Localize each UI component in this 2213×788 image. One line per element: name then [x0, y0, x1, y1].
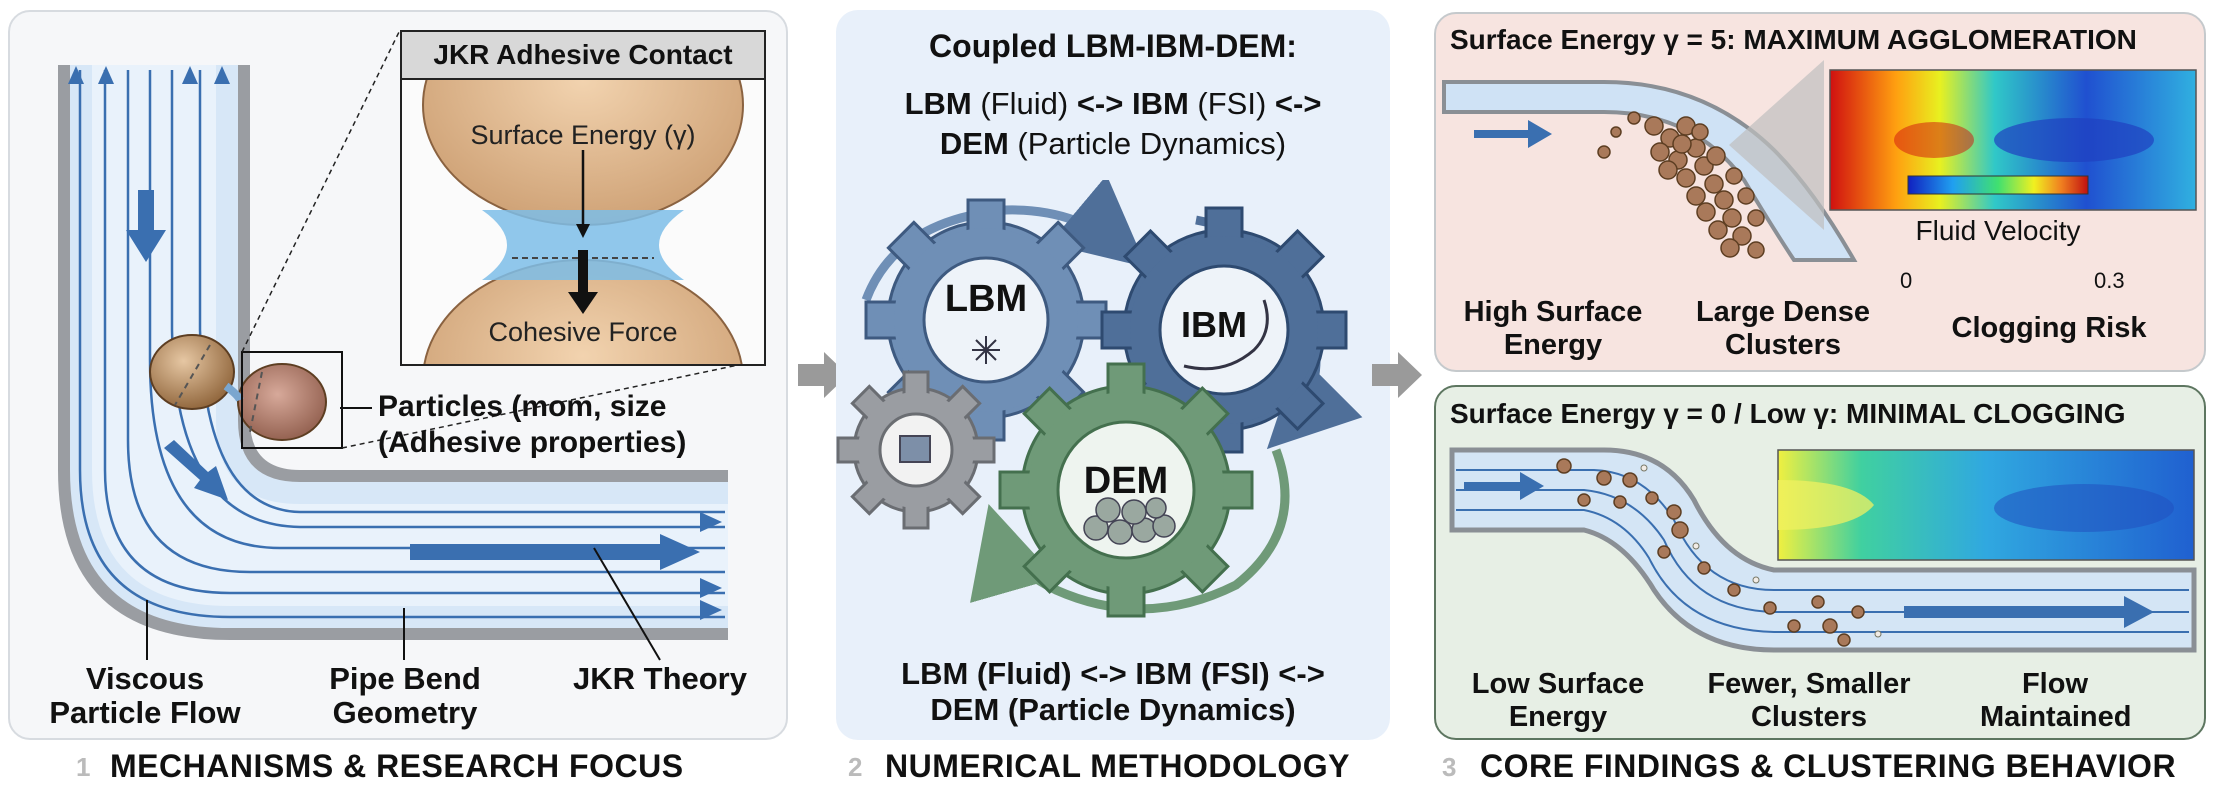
footer-methodology: NUMERICAL METHODOLOGY [885, 748, 1351, 784]
fewer-smaller-clusters-label: Fewer, Smaller Clusters [1707, 668, 1911, 733]
subtitle-arrow: <-> [1274, 86, 1322, 121]
jkr-inset: JKR Adhesive Contact Surface Energy (γ) … [400, 30, 766, 366]
jkr-theory-label: JKR Theory [573, 661, 747, 696]
jkr-contact-diagram [402, 80, 764, 364]
agglomeration-diagram [1442, 60, 2197, 262]
particles-label-line2: (Adhesive properties) [378, 426, 687, 459]
colorbar-min: 0 [1900, 268, 1913, 293]
agglomeration-title: Surface Energy γ = 5: MAXIMUM AGGLOMERAT… [1450, 24, 2137, 55]
minimal-clogging-panel [1434, 385, 2206, 740]
footer-number-1: 1 [76, 752, 91, 782]
minimal-clogging-title: Surface Energy γ = 0 / Low γ: MINIMAL CL… [1450, 398, 2126, 429]
footer-mechanisms: MECHANISMS & RESEARCH FOCUS [110, 748, 684, 784]
gear-ibm-label: IBM [1181, 304, 1247, 345]
footer-core-findings: CORE FINDINGS & CLUSTERING BEHAVIOR [1480, 748, 2177, 784]
large-dense-clusters-label: Large Dense Clusters [1695, 296, 1871, 361]
pipe-bend-label: Pipe Bend Geometry [329, 661, 481, 730]
footer-number-3: 3 [1442, 752, 1457, 782]
footer-number-2: 2 [848, 752, 863, 782]
methodology-bottom-line2: DEM (Particle Dynamics) [930, 692, 1296, 727]
viscous-flow-label: Viscous Particle Flow [49, 661, 241, 730]
pipe-bend-diagram [58, 29, 763, 661]
subtitle-particle-dynamics: (Particle Dynamics) [1008, 126, 1287, 161]
colorbar-title: Fluid Velocity [1915, 215, 2081, 246]
subtitle-ibm: <-> IBM [1076, 86, 1189, 121]
right-arrow-icon [1372, 352, 1422, 398]
colorbar-max: 0.3 [2094, 268, 2125, 293]
right-arrow-icon [798, 352, 848, 398]
gear-dem-label: DEM [1083, 460, 1169, 502]
surface-energy-label: Surface Energy (γ) [470, 120, 696, 150]
jkr-inset-title: JKR Adhesive Contact [402, 32, 764, 80]
methodology-bottom-line1: LBM (Fluid) <-> IBM (FSI) <-> [901, 656, 1325, 691]
subtitle-fluid: (Fluid) [971, 86, 1077, 121]
subtitle-lbm: LBM [904, 86, 972, 121]
cohesive-force-label: Cohesive Force [488, 317, 678, 347]
flow-maintained-label: Flow Maintained [1980, 668, 2132, 733]
subtitle-fsi: (FSI) [1188, 86, 1275, 121]
methodology-title: Coupled LBM-IBM-DEM: [929, 28, 1297, 64]
methodology-subtitle: LBM (Fluid) <-> IBM (FSI) <-> DEM (Parti… [836, 84, 1390, 164]
high-surface-energy-label: High Surface Energy [1463, 296, 1643, 361]
particles-label-line1: Particles (mom, size [378, 390, 667, 423]
minimal-clogging-diagram [1449, 447, 2197, 653]
clogging-risk-label: Clogging Risk [1951, 312, 2147, 344]
subtitle-dem: DEM [939, 126, 1009, 161]
low-surface-energy-label: Low Surface Energy [1471, 668, 1645, 733]
gears-diagram [836, 180, 1363, 618]
gear-lbm-label: LBM [944, 278, 1028, 320]
particles-label: Particles (mom, size (Adhesive propertie… [378, 389, 686, 461]
